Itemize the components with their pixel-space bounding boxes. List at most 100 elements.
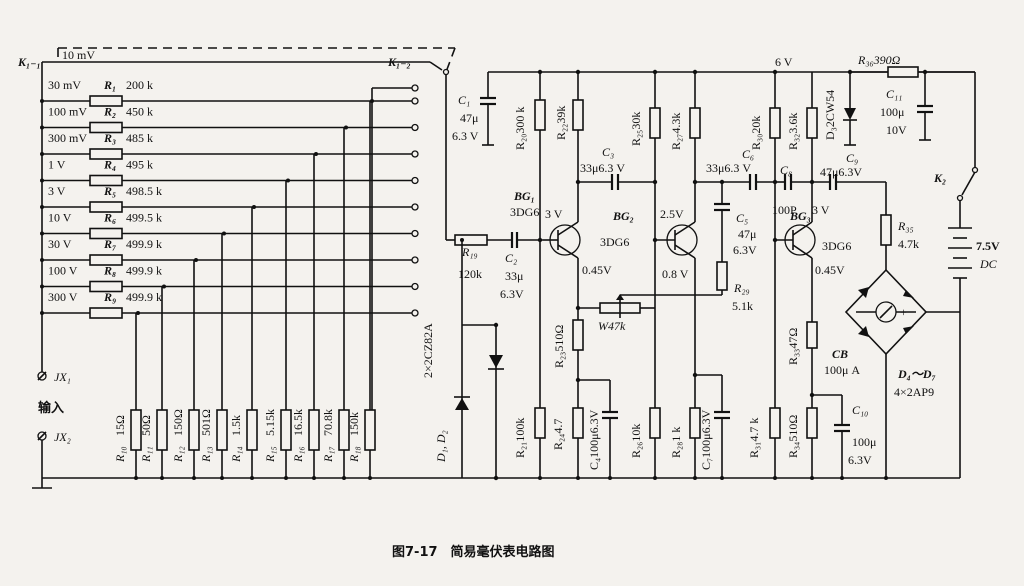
- jx2-label: JX₂: [54, 430, 71, 444]
- r35-value: 4.7k: [898, 237, 919, 251]
- shunt-name-12: R₁₂: [171, 446, 185, 463]
- r21-label: R₂₁100k: [513, 418, 527, 458]
- series-resistor-value-4: 495 k: [126, 158, 153, 172]
- range-contact-2: [411, 123, 419, 132]
- series-resistor-name-2: R₂: [103, 105, 116, 119]
- range-contact-9: [411, 309, 419, 317]
- c8-name: C₈: [780, 163, 792, 177]
- r35-resistor: [880, 214, 892, 246]
- c8-value: 100P: [772, 203, 797, 217]
- shunt-value-15: 5.15k: [263, 409, 277, 436]
- shunt-value-12: 150Ω: [171, 409, 185, 436]
- r29-resistor: [716, 261, 728, 291]
- range-contact-7: [411, 256, 419, 264]
- r36-label: R₃₆390Ω: [857, 53, 901, 67]
- shunt-name-14: R₁₄: [229, 446, 243, 463]
- shunt-name-11: R₁₁: [139, 446, 153, 463]
- c11-v1: 100μ: [880, 105, 904, 119]
- c9-name: C₉: [846, 151, 858, 165]
- bg2-type: 3DG6: [600, 235, 629, 249]
- shunt-resistor-14: [246, 409, 258, 451]
- range-contact-4: [411, 176, 419, 185]
- shunt-value-10: 15Ω: [113, 415, 127, 436]
- shunt-value-11: 50Ω: [139, 415, 153, 436]
- r29-name: R₂₉: [733, 281, 750, 295]
- r21-resistor: [534, 407, 546, 439]
- r34-label: R₃₄510Ω: [786, 415, 800, 458]
- range-contact-1: [411, 97, 419, 105]
- series-resistor-name-8: R₈: [103, 264, 116, 278]
- shunt-value-13: 501Ω: [199, 409, 213, 436]
- range-label-3: 300 mV: [48, 131, 87, 145]
- series-resistor-name-3: R₃: [103, 131, 116, 145]
- bg3-vc: 3 V: [812, 203, 830, 217]
- c5-v2: 6.3V: [733, 243, 757, 257]
- range-contact-5: [411, 203, 419, 211]
- shunt-resistor-18: [364, 409, 376, 451]
- range-contact-3: [411, 150, 419, 158]
- input-label: 输入: [38, 400, 64, 416]
- series-resistor-value-9: 499.9 k: [126, 290, 162, 304]
- c5-name: C₅: [736, 211, 748, 225]
- r22-label: R₂₂39k: [554, 106, 568, 140]
- series-resistor-value-2: 450 k: [126, 105, 153, 119]
- series-resistor-value-3: 485 k: [126, 131, 153, 145]
- jx1-label: JX₁: [54, 370, 71, 384]
- shunt-name-15: R₁₅: [263, 446, 277, 463]
- shunt-name-13: R₁₃: [199, 446, 213, 463]
- shunt-name-17: R₁₇: [321, 446, 335, 463]
- r36-resistor: [887, 66, 919, 78]
- range-label-7: 30 V: [48, 237, 72, 251]
- d3-label: D₃2CW54: [823, 90, 837, 140]
- r24-resistor: [572, 407, 584, 439]
- c7-label: C₇100μ6.3V: [699, 409, 713, 470]
- r33-resistor: [806, 321, 818, 349]
- c1-v2: 6.3 V: [452, 129, 479, 143]
- c5-v1: 47μ: [738, 227, 756, 241]
- range-label-9: 300 V: [48, 290, 78, 304]
- range-contact-8: [411, 282, 419, 291]
- battery-voltage: 7.5V: [976, 239, 1000, 253]
- series-resistor-name-1: R₁: [103, 78, 116, 92]
- amplifier: 6 V C₁ 47μ 6.3 V R₂₀300 k R₂₁100k: [452, 53, 1000, 480]
- shunt-value-17: 70.8k: [321, 409, 335, 436]
- series-resistor-name-4: R₄: [103, 158, 116, 172]
- k1-1-label: K₁₋₁: [17, 55, 41, 69]
- d3-zener: [844, 108, 856, 120]
- series-resistor-9: [89, 307, 123, 319]
- r19-name: R₁₉: [461, 245, 478, 259]
- bridge-value: 4×2AP9: [894, 385, 934, 399]
- k2-label: K₂: [933, 171, 946, 185]
- c11-name: C₁₁: [886, 87, 902, 101]
- shunt-resistor-11: [156, 409, 168, 451]
- r32-label: R₃₂3.6k: [786, 113, 800, 150]
- range-label-6: 10 V: [48, 211, 72, 225]
- series-resistor-value-7: 499.9 k: [126, 237, 162, 251]
- c6-value: 33μ6.3 V: [706, 161, 751, 175]
- meter-name: CB: [832, 347, 848, 361]
- r27-resistor: [689, 107, 701, 139]
- w-label: W47k: [598, 319, 626, 333]
- d1d2-value: 2×2CZ82A: [421, 323, 435, 378]
- r19-value: 120k: [458, 267, 482, 281]
- shunt-resistor-13: [216, 409, 228, 451]
- range-label-4: 1 V: [48, 158, 66, 172]
- series-resistor-value-5: 498.5 k: [126, 184, 162, 198]
- shunt-resistor-15: [280, 409, 292, 451]
- range-label-8: 100 V: [48, 264, 78, 278]
- c11-v2: 10V: [886, 123, 907, 137]
- r23-resistor: [572, 319, 584, 351]
- r23-label: R₂₃510Ω: [552, 325, 566, 368]
- c2-name: C₂: [505, 251, 517, 265]
- meter-value: 100μ A: [824, 363, 860, 377]
- r29-value: 5.1k: [732, 299, 753, 313]
- input-terminals: JX₁ 输入 JX₂: [37, 370, 71, 460]
- r30-resistor: [769, 107, 781, 139]
- c1-name: C₁: [458, 93, 470, 107]
- c3-name: C₃: [602, 145, 614, 159]
- bridge-name: D₄～D₇: [897, 367, 936, 381]
- range-label-1: 30 mV: [48, 78, 81, 92]
